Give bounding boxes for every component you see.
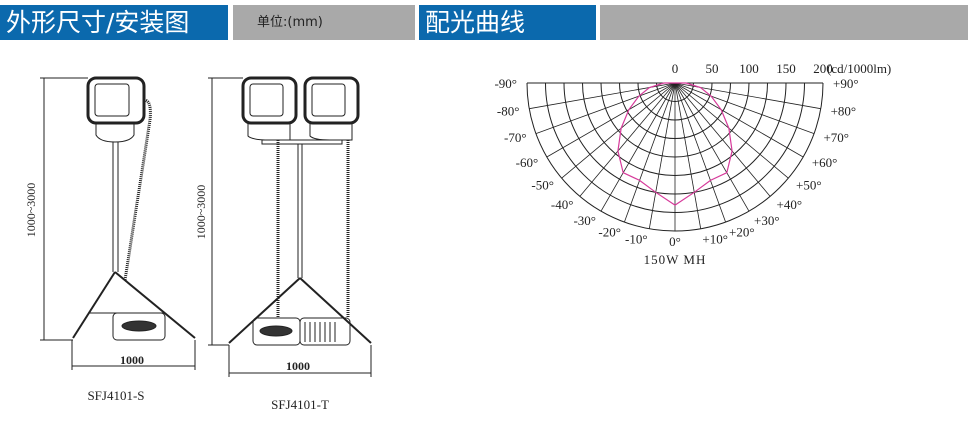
grid-spoke (674, 82, 804, 158)
width-label-t: 1000 (286, 359, 310, 373)
angle-label: +20° (729, 224, 755, 239)
drawing-sfj4101-s (40, 76, 196, 370)
drawing-sfj4101-t (208, 76, 372, 377)
grid-spoke (624, 82, 676, 223)
angle-label: +70° (823, 130, 849, 145)
angle-label: -20° (598, 224, 621, 239)
angle-label: -90° (494, 76, 517, 91)
grid-spoke (674, 82, 771, 197)
angle-label: +30° (754, 213, 780, 228)
grid-spoke (535, 82, 676, 134)
grid-spoke (600, 82, 676, 212)
angle-label: -50° (531, 178, 554, 193)
angle-label: -30° (573, 213, 596, 228)
light-curve-title: 配光曲线 (419, 5, 596, 40)
grid-spoke (579, 82, 676, 197)
angle-label: -60° (516, 155, 539, 170)
angle-label-zero: 0° (669, 234, 681, 249)
model-label-t: SFJ4101-T (271, 397, 329, 412)
width-label-s: 1000 (120, 353, 144, 367)
radial-tick-label: 50 (706, 61, 719, 76)
grid-spoke (648, 82, 676, 229)
angle-label: +80° (831, 103, 857, 118)
angle-label: +90° (833, 76, 859, 91)
header-gray-bar (600, 5, 968, 40)
angle-label: -80° (497, 103, 520, 118)
grid-spoke (561, 82, 676, 179)
angle-label: +50° (796, 178, 822, 193)
model-label-s: SFJ4101-S (87, 388, 144, 403)
radial-tick-label: 200 (813, 61, 833, 76)
grid-spoke (674, 82, 702, 229)
height-label-t: 1000~3000 (194, 185, 208, 240)
grid-spoke (674, 82, 726, 223)
angle-label: +10° (702, 232, 728, 247)
unit-label: 单位:(mm) (233, 5, 415, 40)
radial-tick-label: 0 (672, 61, 679, 76)
dimensions-title: 外形尺寸/安装图 (0, 5, 228, 40)
grid-spoke (674, 82, 750, 212)
radial-tick-label: 100 (739, 61, 759, 76)
grid-spoke (674, 82, 789, 179)
angle-label: -10° (625, 232, 648, 247)
angle-label: +60° (812, 155, 838, 170)
height-label-s: 1000~3000 (24, 183, 38, 238)
grid-spoke (674, 82, 815, 134)
chart-title: 150W MH (644, 252, 707, 267)
grid-spoke (546, 82, 676, 158)
radial-tick-label: 150 (776, 61, 796, 76)
angle-label: -70° (504, 130, 527, 145)
angle-label: +40° (777, 197, 803, 212)
radial-unit-label: (cd/1000lm) (827, 61, 891, 76)
angle-label: -40° (551, 197, 574, 212)
series-line-150w-mh (617, 82, 733, 206)
